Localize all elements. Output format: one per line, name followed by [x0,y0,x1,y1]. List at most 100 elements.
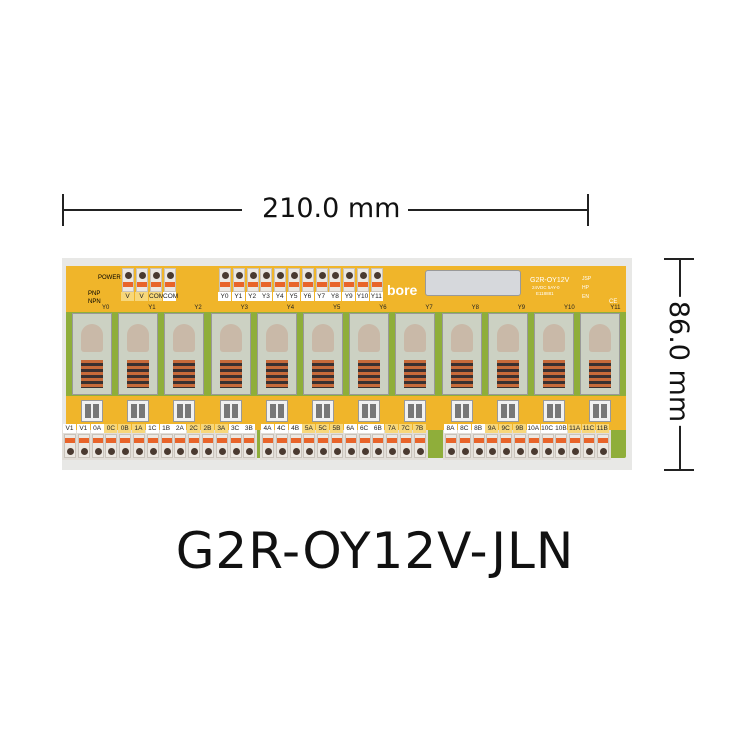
terminal-lever[interactable] [147,438,158,443]
output-terminal[interactable] [275,434,288,458]
terminal-lever[interactable] [189,438,200,443]
output-terminal[interactable] [331,434,343,458]
relay-socket-clip[interactable] [81,400,103,422]
terminal-lever[interactable] [570,438,581,443]
relay-socket-clip[interactable] [127,400,150,422]
output-terminal[interactable] [174,434,187,458]
input-terminal[interactable] [370,268,383,292]
input-terminal[interactable] [246,268,259,292]
terminal-lever[interactable] [261,282,272,287]
terminal-lever[interactable] [542,438,553,443]
terminal-lever[interactable] [65,438,75,443]
ribbon-connector[interactable] [425,270,521,296]
output-terminal[interactable] [146,434,159,458]
output-terminal[interactable] [119,434,132,458]
relay-socket-clip[interactable] [543,400,565,422]
input-terminal[interactable] [329,268,342,292]
terminal-lever[interactable] [233,282,244,287]
output-terminal[interactable] [413,434,426,458]
output-terminal[interactable] [583,434,595,458]
output-terminal[interactable] [262,434,274,458]
terminal-lever[interactable] [528,438,539,443]
terminal-lever[interactable] [330,282,341,287]
input-terminal[interactable] [288,268,300,292]
terminal-lever[interactable] [203,438,213,443]
output-terminal[interactable] [91,434,104,458]
terminal-lever[interactable] [597,438,608,443]
power-terminal[interactable] [136,268,148,292]
input-terminal[interactable] [315,268,328,292]
terminal-lever[interactable] [220,282,230,287]
terminal-lever[interactable] [137,282,147,287]
terminal-lever[interactable] [106,438,117,443]
relay-socket-clip[interactable] [496,400,519,422]
terminal-lever[interactable] [289,282,299,287]
output-terminal[interactable] [445,434,457,458]
terminal-lever[interactable] [501,438,512,443]
relay-socket-clip[interactable] [312,400,334,422]
terminal-lever[interactable] [276,438,287,443]
terminal-lever[interactable] [304,438,315,443]
terminal-lever[interactable] [318,438,329,443]
terminal-lever[interactable] [459,438,470,443]
terminal-lever[interactable] [446,438,456,443]
output-terminal[interactable] [303,434,316,458]
input-terminal[interactable] [343,268,356,292]
input-terminal[interactable] [232,268,245,292]
terminal-lever[interactable] [359,438,370,443]
output-terminal[interactable] [400,434,412,458]
output-terminal[interactable] [289,434,302,458]
output-terminal[interactable] [344,434,357,458]
terminal-lever[interactable] [123,282,133,287]
input-terminal[interactable] [260,268,273,292]
output-terminal[interactable] [527,434,540,458]
terminal-lever[interactable] [161,438,172,443]
output-terminal[interactable] [202,434,214,458]
relay-socket-clip[interactable] [219,400,242,422]
terminal-lever[interactable] [473,438,484,443]
terminal-lever[interactable] [263,438,273,443]
power-terminal[interactable] [164,268,176,292]
terminal-lever[interactable] [515,438,525,443]
power-terminal[interactable] [122,268,134,292]
terminal-lever[interactable] [92,438,103,443]
output-terminal[interactable] [64,434,76,458]
input-terminal[interactable] [301,268,314,292]
terminal-lever[interactable] [414,438,425,443]
terminal-lever[interactable] [151,282,161,287]
terminal-lever[interactable] [230,438,241,443]
terminal-lever[interactable] [175,438,186,443]
terminal-lever[interactable] [216,438,227,443]
terminal-lever[interactable] [373,438,384,443]
output-terminal[interactable] [188,434,201,458]
terminal-lever[interactable] [345,438,356,443]
terminal-lever[interactable] [247,282,258,287]
output-terminal[interactable] [215,434,228,458]
terminal-lever[interactable] [344,282,355,287]
output-terminal[interactable] [372,434,385,458]
output-terminal[interactable] [133,434,145,458]
terminal-lever[interactable] [165,282,175,287]
output-terminal[interactable] [77,434,90,458]
terminal-lever[interactable] [358,282,368,287]
output-terminal[interactable] [160,434,173,458]
output-terminal[interactable] [514,434,526,458]
terminal-lever[interactable] [120,438,131,443]
terminal-lever[interactable] [275,282,286,287]
output-terminal[interactable] [229,434,242,458]
relay-socket-clip[interactable] [589,400,612,422]
terminal-lever[interactable] [332,438,342,443]
terminal-lever[interactable] [290,438,301,443]
output-terminal[interactable] [458,434,471,458]
terminal-lever[interactable] [244,438,255,443]
output-terminal[interactable] [569,434,582,458]
input-terminal[interactable] [219,268,231,292]
output-terminal[interactable] [541,434,554,458]
output-terminal[interactable] [386,434,399,458]
relay-socket-clip[interactable] [265,400,288,422]
relay-socket-clip[interactable] [450,400,473,422]
terminal-lever[interactable] [387,438,398,443]
output-terminal[interactable] [500,434,513,458]
output-terminal[interactable] [358,434,371,458]
output-terminal[interactable] [555,434,568,458]
